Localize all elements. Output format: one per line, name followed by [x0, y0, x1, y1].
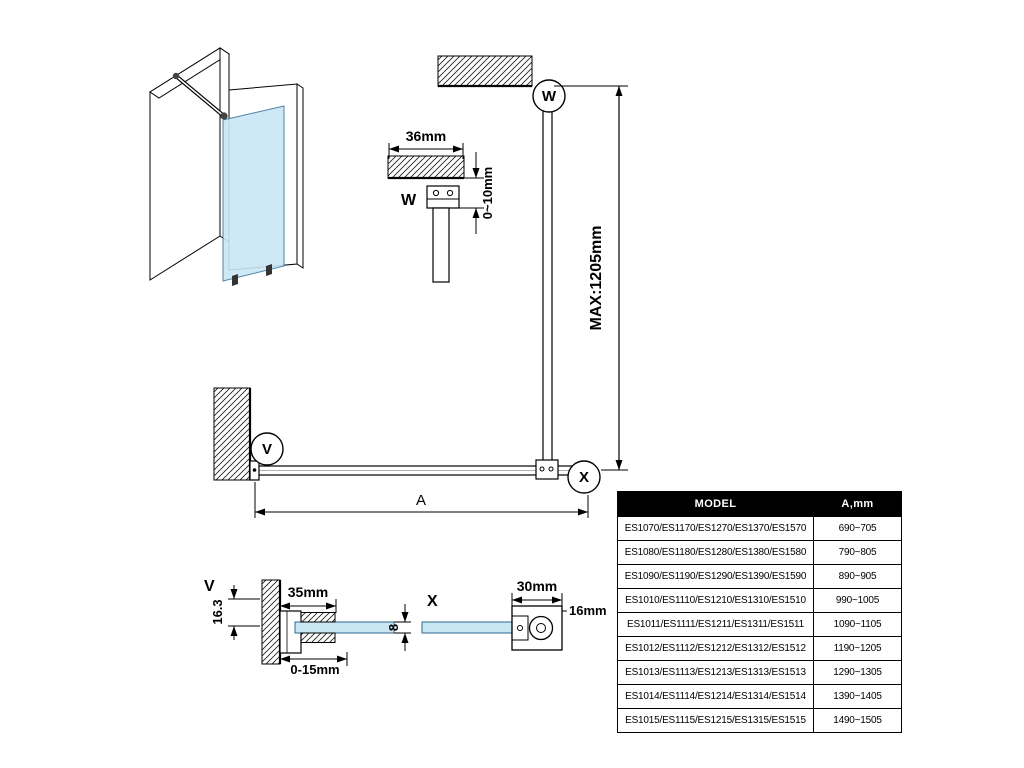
model-table-container: MODEL A,mm ES1070/ES1170/ES1270/ES1370/E… — [617, 491, 902, 733]
screw-icon — [252, 468, 257, 472]
dim-35mm-label: 35mm — [288, 584, 328, 600]
detail-x-view: X 30mm 16mm — [421, 578, 607, 651]
glass-foot — [266, 264, 272, 276]
detail-x-label: X — [427, 593, 438, 610]
dim-16-3-label: 16.3 — [210, 599, 225, 624]
a-value-cell: 690~705 — [813, 516, 902, 541]
model-cell: ES1090/ES1190/ES1290/ES1390/ES1590 — [617, 564, 814, 589]
model-table: MODEL A,mm ES1070/ES1170/ES1270/ES1370/E… — [617, 491, 902, 733]
glass-panel — [222, 105, 285, 282]
table-row: ES1010/ES1110/ES1210/ES1310/ES1510 990~1… — [617, 588, 902, 613]
table-row: ES1012/ES1112/ES1212/ES1312/ES1512 1190~… — [617, 636, 902, 661]
a-value-cell: 1090~1105 — [813, 612, 902, 637]
screw-icon — [517, 625, 523, 631]
wall-hatch — [261, 579, 281, 665]
ceiling-hatch — [437, 55, 533, 87]
a-value-cell: 1490~1505 — [813, 708, 902, 733]
clamp-block-hatch — [300, 612, 336, 623]
table-row: ES1015/ES1115/ES1215/ES1315/ES1515 1490~… — [617, 708, 902, 733]
callout-x-circle — [567, 460, 601, 494]
dim-0-10mm-label: 0~10mm — [480, 167, 495, 219]
right-wall-side-edge — [296, 83, 304, 269]
support-bar-section — [432, 207, 450, 283]
glass-panel-section — [421, 621, 519, 634]
table-row: ES1080/ES1180/ES1280/ES1380/ES1580 790~8… — [617, 540, 902, 565]
clamp-block-hatch — [300, 632, 336, 643]
wall-bracket — [426, 185, 460, 209]
callout-w-label: W — [542, 88, 557, 105]
bar-cross-section-inner — [536, 623, 546, 633]
dim-16mm-label: 16mm — [569, 603, 607, 618]
detail-v-view: V 16.3 35mm 8 — [204, 578, 411, 677]
callout-x-label: X — [579, 469, 589, 486]
dim-0-15mm-label: 0-15mm — [290, 662, 339, 677]
model-cell: ES1014/ES1114/ES1214/ES1314/ES1514 — [617, 684, 814, 709]
glass-foot — [232, 274, 238, 286]
bar-glass-clamp — [535, 459, 559, 480]
model-cell: ES1011/ES1111/ES1211/ES1311/ES1511 — [617, 612, 814, 637]
bar-clamp-body — [511, 605, 563, 651]
a-value-cell: 890~905 — [813, 564, 902, 589]
detail-w-view: 36mm W 0~10mm — [387, 128, 495, 283]
detail-v-label: V — [204, 578, 215, 595]
table-header-row: MODEL A,mm — [617, 491, 902, 517]
model-cell: ES1010/ES1110/ES1210/ES1310/ES1510 — [617, 588, 814, 613]
bar-clamp-jaw — [511, 615, 529, 641]
bar-cross-section — [528, 615, 554, 641]
table-row: ES1013/ES1113/ES1213/ES1313/ES1513 1290~… — [617, 660, 902, 685]
table-row: ES1070/ES1170/ES1270/ES1370/ES1570 690~7… — [617, 516, 902, 541]
callout-v-circle — [250, 432, 284, 466]
screw-icon — [446, 189, 454, 197]
dim-30mm-label: 30mm — [517, 578, 557, 594]
table-row: ES1090/ES1190/ES1290/ES1390/ES1590 890~9… — [617, 564, 902, 589]
model-cell: ES1070/ES1170/ES1270/ES1370/ES1570 — [617, 516, 814, 541]
table-row: ES1011/ES1111/ES1211/ES1311/ES1511 1090~… — [617, 612, 902, 637]
a-value-cell: 790~805 — [813, 540, 902, 565]
callout-w-circle — [532, 79, 566, 113]
a-value-cell: 1290~1305 — [813, 660, 902, 685]
left-wall-hatch — [213, 387, 251, 481]
a-value-cell: 990~1005 — [813, 588, 902, 613]
model-cell: ES1012/ES1112/ES1212/ES1312/ES1512 — [617, 636, 814, 661]
dim-a-label: A — [416, 492, 426, 509]
screw-icon — [432, 189, 440, 197]
screw-icon — [548, 466, 554, 472]
isometric-view — [149, 47, 304, 286]
support-bar-highlight — [175, 75, 226, 118]
wall-hatch — [387, 155, 465, 179]
bar-glass-fitting — [220, 112, 228, 120]
a-mm-column-header: A,mm — [813, 491, 902, 517]
support-bar — [542, 85, 553, 463]
model-column-header: MODEL — [617, 491, 814, 517]
dim-36mm-label: 36mm — [406, 128, 446, 144]
table-row: ES1014/ES1114/ES1214/ES1314/ES1514 1390~… — [617, 684, 902, 709]
model-cell: ES1080/ES1180/ES1280/ES1380/ES1580 — [617, 540, 814, 565]
model-cell: ES1015/ES1115/ES1215/ES1315/ES1515 — [617, 708, 814, 733]
model-cell: ES1013/ES1113/ES1213/ES1313/ES1513 — [617, 660, 814, 685]
callout-v-label: V — [262, 441, 272, 458]
screw-icon — [539, 466, 545, 472]
a-value-cell: 1190~1205 — [813, 636, 902, 661]
a-value-cell: 1390~1405 — [813, 684, 902, 709]
detail-w-label: W — [401, 192, 417, 209]
dim-max-1205mm-label: MAX:1205mm — [588, 226, 605, 331]
dim-8-label: 8 — [386, 624, 401, 631]
plan-view: W V X MAX:1205mm A — [213, 55, 628, 518]
bar-wall-fitting — [172, 72, 180, 80]
glass-panel-section — [294, 621, 395, 634]
